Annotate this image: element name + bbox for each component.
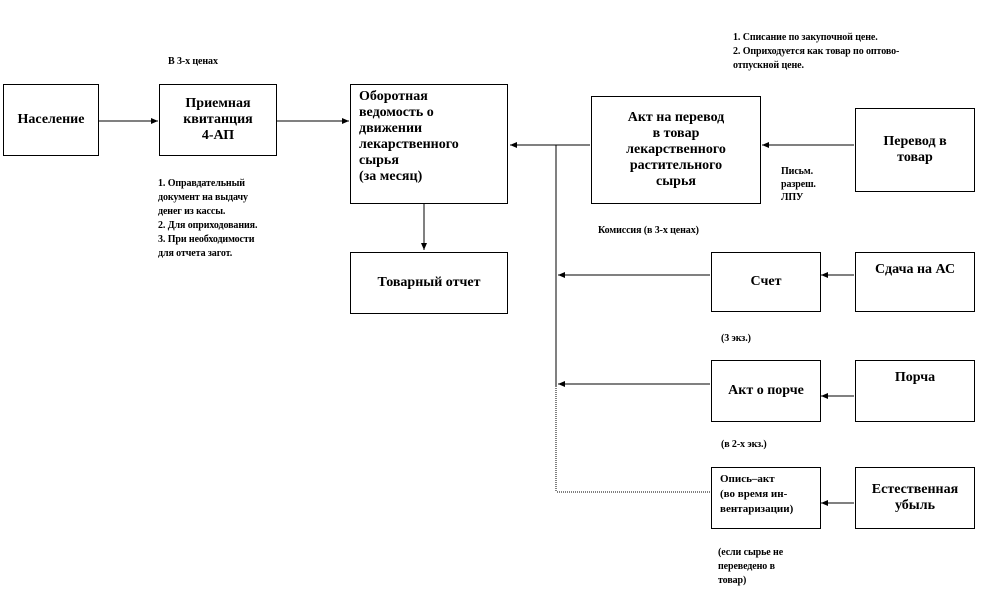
box-opis-akt: Опись–акт (во время ин- вентаризации) [711,467,821,529]
box-akt-perevod: Акт на перевод в товар лекарственного ра… [591,96,761,204]
note-komissiya: Комиссия (в 3-х ценах) [598,225,699,236]
box-tovarny-otchet: Товарный отчет [350,252,508,314]
box-akt-porche: Акт о порче [711,360,821,422]
note-v-3x-cenah: В 3-х ценах [168,56,218,67]
note-2-ekz: (в 2-х экз.) [721,439,767,450]
box-naselenie: Население [3,84,99,156]
box-kvitanciya: Приемная квитанция 4-АП [159,84,277,156]
box-schet: Счет [711,252,821,312]
box-sdacha-as: Сдача на АС [855,252,975,312]
note-spisanie: 1. Списание по закупочной цене. 2. Оприх… [733,32,900,71]
note-esli-syrye: (если сырье не переведено в товар) [718,547,784,586]
note-3-ekz: (3 экз.) [721,333,751,344]
box-vedomost: Оборотная ведомость о движении лекарстве… [350,84,508,204]
box-estestvennaya-ubyl: Естественная убыль [855,467,975,529]
box-perevod-v-tovar: Перевод в товар [855,108,975,192]
box-porcha: Порча [855,360,975,422]
note-pismo-razresh: Письм. разреш. ЛПУ [781,166,816,203]
note-kvitanciya: 1. Оправдательный документ на выдачу ден… [158,178,258,259]
